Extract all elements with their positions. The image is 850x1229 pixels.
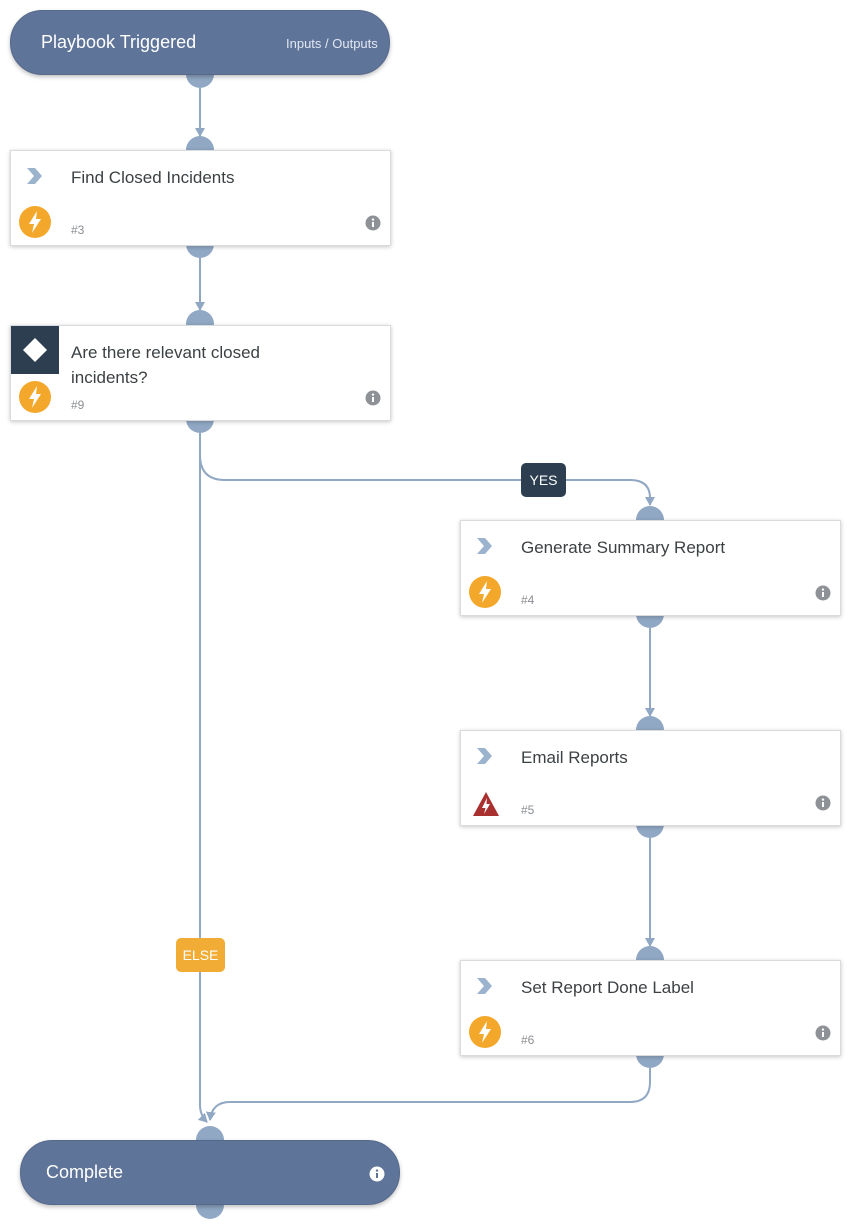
info-icon[interactable]: [815, 795, 831, 816]
task-card-email-reports[interactable]: Email Reports #5: [460, 730, 841, 826]
info-icon[interactable]: [815, 585, 831, 606]
task-chevron-icon: [475, 977, 495, 1000]
task-chevron-icon: [475, 747, 495, 770]
lightning-icon: [468, 1015, 502, 1054]
warning-icon: [472, 791, 500, 822]
complete-node[interactable]: Complete: [20, 1140, 400, 1205]
task-card-find-closed-incidents[interactable]: Find Closed Incidents #3: [10, 150, 391, 246]
task-label: Email Reports: [521, 748, 628, 767]
lightning-icon: [468, 575, 502, 614]
else-branch-badge[interactable]: ELSE: [176, 938, 225, 972]
info-icon[interactable]: [815, 1025, 831, 1046]
lightning-icon: [18, 205, 52, 244]
info-icon[interactable]: [365, 215, 381, 236]
condition-diamond-icon: [11, 326, 59, 374]
playbook-triggered-node[interactable]: Playbook Triggered Inputs / Outputs: [10, 10, 390, 75]
task-card-generate-summary-report[interactable]: Generate Summary Report #4: [460, 520, 841, 616]
task-number: #6: [521, 1033, 535, 1047]
info-icon[interactable]: [365, 390, 381, 411]
edge-setlabel-to-complete: [205, 1068, 651, 1121]
start-title: Playbook Triggered: [41, 32, 197, 52]
task-number: #5: [521, 803, 535, 817]
edge-condition-else: [197, 433, 208, 1123]
lightning-icon: [18, 380, 52, 419]
yes-branch-badge[interactable]: YES: [521, 463, 566, 497]
inputs-outputs-link[interactable]: Inputs / Outputs: [286, 36, 378, 51]
task-label: Generate Summary Report: [521, 538, 726, 557]
edge-condition-yes: [199, 433, 655, 506]
task-chevron-icon: [25, 167, 45, 190]
task-card-relevant-closed-incidents[interactable]: Are there relevant closed incidents? #9: [10, 325, 391, 421]
task-number: #3: [71, 223, 85, 237]
task-card-set-report-done-label[interactable]: Set Report Done Label #6: [460, 960, 841, 1056]
task-label: Find Closed Incidents: [71, 168, 235, 187]
task-label: Are there relevant closed incidents?: [71, 343, 260, 387]
task-number: #9: [71, 398, 85, 412]
task-number: #4: [521, 593, 535, 607]
task-label: Set Report Done Label: [521, 978, 694, 997]
complete-title: Complete: [46, 1162, 124, 1182]
task-chevron-icon: [475, 537, 495, 560]
info-icon[interactable]: [369, 1166, 385, 1187]
